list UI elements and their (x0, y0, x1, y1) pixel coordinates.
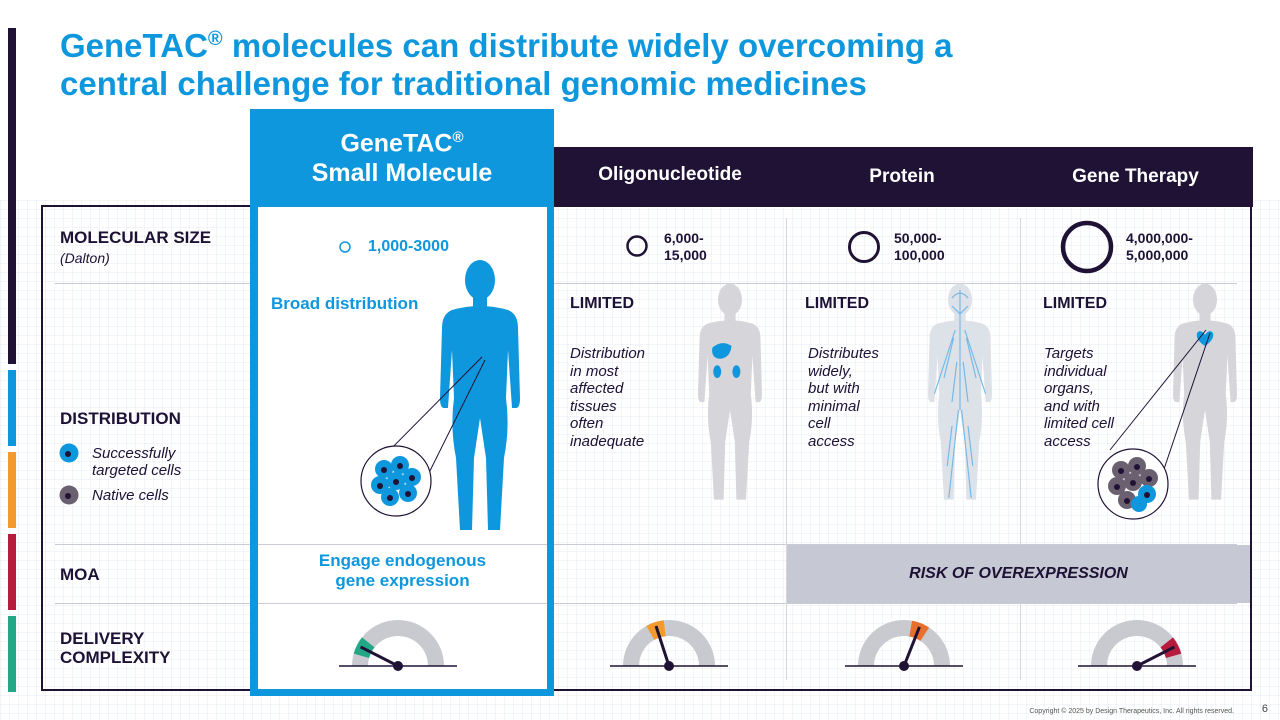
header-genetac-registered: ® (452, 129, 464, 146)
legend-targeted-text: Successfully targeted cells (92, 445, 182, 479)
delivery-gauge-genetac-icon (339, 620, 457, 671)
title-line2: central challenge for traditional genomi… (60, 65, 867, 102)
col-divider-1 (786, 218, 787, 680)
title-line1-pre: GeneTAC (60, 27, 208, 64)
size-gene-line1: 4,000,000- (1126, 230, 1193, 246)
row-label-molecular-size: MOLECULAR SIZE (Dalton) (60, 228, 211, 268)
human-body-vascular-icon (928, 283, 992, 500)
risk-of-overexpression-text: RISK OF OVEREXPRESSION (909, 565, 1128, 582)
delivery-label-line2: COMPLEXITY (60, 648, 171, 667)
gauge-needle (654, 625, 671, 667)
header-genetac-line1: GeneTAC (340, 129, 453, 158)
page-title: GeneTAC® molecules can distribute widely… (60, 20, 1060, 103)
moa-genetac-text: Engage endogenous gene expression (258, 551, 547, 591)
gauge-hub (899, 661, 909, 671)
delivery-gauge-oligo-icon (610, 620, 728, 671)
size-gene-line2: 5,000,000 (1126, 247, 1189, 263)
moa-genetac-line1: Engage endogenous (318, 551, 487, 570)
human-body-blue-icon (440, 260, 520, 530)
accent-bar-teal (8, 616, 16, 692)
legend-targeted-cell-icon (59, 443, 79, 463)
size-gene-therapy: 4,000,000- 5,000,000 (1126, 230, 1193, 264)
header-protein-label: Protein (869, 166, 935, 187)
size-oligo-line2: 15,000 (664, 247, 707, 263)
accent-bar-navy (8, 28, 16, 364)
legend-native-text: Native cells (92, 487, 169, 504)
size-circle-protein-icon (848, 231, 880, 263)
human-body-gray-oligo-icon (698, 283, 762, 500)
molecular-size-label: MOLECULAR SIZE (60, 228, 212, 247)
gauge-needle (902, 626, 921, 667)
row-label-distribution: DISTRIBUTION (60, 409, 181, 428)
header-oligonucleotide: Oligonucleotide (554, 147, 786, 207)
size-protein-line1: 50,000- (894, 230, 942, 246)
row-label-moa: MOA (60, 565, 100, 584)
gauge-track (858, 620, 950, 666)
risk-of-overexpression-band: RISK OF OVEREXPRESSION (787, 545, 1250, 603)
size-circle-gene-therapy-icon (1060, 220, 1114, 274)
accent-bar-red (8, 534, 16, 610)
size-circle-oligo-icon (626, 235, 648, 257)
legend-native-cell-icon (59, 485, 79, 505)
genetac-row-divider-1 (258, 544, 547, 545)
delivery-gauge-protein-icon (845, 620, 963, 671)
genetac-row-divider-2 (258, 603, 547, 604)
gauge-track (623, 620, 715, 666)
gauge-hub (393, 661, 403, 671)
col-divider-2 (1020, 218, 1021, 680)
distribution-protein-limited: LIMITED (805, 295, 869, 312)
size-genetac: 1,000-3000 (368, 238, 449, 255)
row-label-delivery-complexity: DELIVERY COMPLEXITY (60, 629, 171, 667)
gauge-hub (664, 661, 674, 671)
copyright-footer: Copyright © 2025 by Design Therapeutics,… (1029, 708, 1234, 715)
row-divider-1 (55, 283, 1237, 284)
delivery-gauge-gene-therapy-icon (1078, 620, 1196, 671)
distribution-oligo-desc: Distribution in most affected tissues of… (570, 345, 646, 450)
molecular-size-unit: (Dalton) (60, 250, 110, 266)
title-registered: ® (207, 28, 223, 50)
cell-cluster-targeted-icon (360, 445, 432, 517)
title-line1-post: molecules can distribute widely overcomi… (222, 27, 953, 64)
gauge-needle (359, 645, 399, 668)
size-circle-genetac-icon (339, 241, 351, 253)
accent-bar-blue (8, 370, 16, 446)
moa-genetac-line2: gene expression (335, 571, 470, 590)
size-protein-line2: 100,000 (894, 247, 945, 263)
header-genetac: GeneTAC® Small Molecule (250, 123, 554, 188)
gauge-track (1091, 620, 1183, 666)
header-protein: Protein (786, 147, 1018, 207)
size-oligo: 6,000- 15,000 (664, 230, 707, 264)
distribution-oligo-limited: LIMITED (570, 295, 634, 312)
distribution-gene-limited: LIMITED (1043, 295, 1107, 312)
human-body-gray-gene-icon (1173, 283, 1237, 500)
header-gene-therapy: Gene Therapy (1018, 147, 1253, 207)
row-divider-3 (55, 603, 1237, 604)
size-protein: 50,000- 100,000 (894, 230, 945, 264)
header-gene-therapy-label: Gene Therapy (1072, 166, 1199, 187)
distribution-protein-desc: Distributes widely, but with minimal cel… (808, 345, 879, 450)
delivery-label-line1: DELIVERY (60, 629, 145, 648)
gauge-track (352, 620, 444, 666)
distribution-genetac-label: Broad distribution (271, 294, 419, 313)
zoom-lines-gene (1109, 329, 1211, 476)
gauge-hub (1132, 661, 1142, 671)
gauge-needle (1136, 645, 1176, 668)
distribution-gene-desc: Targets individual organs, and with limi… (1044, 345, 1115, 450)
page-number: 6 (1261, 703, 1268, 715)
accent-bar-orange (8, 452, 16, 528)
header-genetac-line2: Small Molecule (311, 159, 493, 188)
row-divider-2 (55, 544, 1237, 545)
cell-cluster-native-icon (1097, 448, 1169, 520)
size-oligo-line1: 6,000- (664, 230, 704, 246)
header-oligonucleotide-label: Oligonucleotide (598, 164, 742, 185)
